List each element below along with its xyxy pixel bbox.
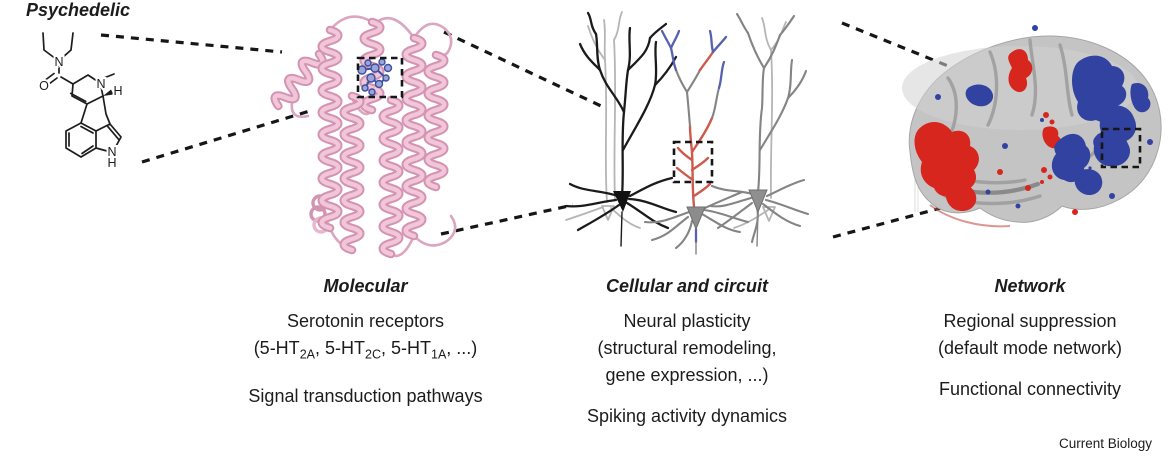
network-zoom-box	[1100, 127, 1142, 169]
indole-hydrogen-label: H	[107, 156, 116, 170]
column-cellular: Cellular and circuit Neural plasticity (…	[545, 276, 829, 430]
molecular-line-signal: Signal transduction pathways	[248, 385, 483, 406]
amide-nitrogen-label: N	[54, 55, 63, 69]
background-neuron-right	[733, 17, 787, 229]
ligand-zoom-box	[356, 56, 404, 99]
panel-title-molecular: Molecular	[323, 276, 408, 296]
molecular-line-receptors: Serotonin receptors	[286, 311, 445, 331]
cellular-line-remodeling: (structural remodeling,	[597, 338, 777, 358]
indole-nitrogen-label: N	[107, 145, 116, 159]
deactivation-blue-patches	[935, 25, 1153, 209]
journal-credit: Current Biology	[1058, 436, 1152, 451]
panel-title-cellular: Cellular and circuit	[605, 276, 769, 296]
zoom-connector-lines	[100, 21, 994, 239]
network-line-dmn: (default mode network)	[937, 338, 1123, 358]
panel-title-psychedelic: Psychedelic	[25, 0, 131, 20]
cellular-line-gene: gene expression, ...)	[605, 365, 769, 385]
neuron-colored	[643, 29, 750, 255]
stereo-hydrogen-label: H	[113, 84, 122, 98]
neuron-black	[564, 11, 678, 247]
network-line-connectivity: Functional connectivity	[938, 379, 1122, 399]
brain-illustration	[902, 25, 1162, 228]
neurons-illustration	[564, 11, 810, 255]
column-molecular: Molecular Serotonin receptors (5-HT2A, 5…	[218, 276, 513, 410]
molecular-line-receptor-subtypes: (5-HT2A, 5-HT2C, 5-HT1A, ...)	[253, 338, 478, 362]
receptor-ribbon-illustration	[272, 15, 457, 256]
neuron-gray	[708, 12, 810, 247]
dendrite-zoom-box	[672, 140, 714, 184]
cellular-line-spiking: Spiking activity dynamics	[586, 406, 788, 426]
lsd-structure-illustration: N O N H N H	[37, 32, 125, 172]
column-psychedelic: Psychedelic	[0, 0, 156, 20]
network-line-suppression: Regional suppression	[943, 311, 1117, 331]
cellular-line-plasticity: Neural plasticity	[623, 311, 751, 331]
column-network: Network Regional suppression (default mo…	[896, 276, 1164, 403]
carbonyl-oxygen-label: O	[39, 79, 49, 93]
lsd-ligand-icon	[357, 58, 393, 96]
panel-title-network: Network	[994, 276, 1066, 296]
ring-nitrogen-label: N	[96, 77, 105, 91]
